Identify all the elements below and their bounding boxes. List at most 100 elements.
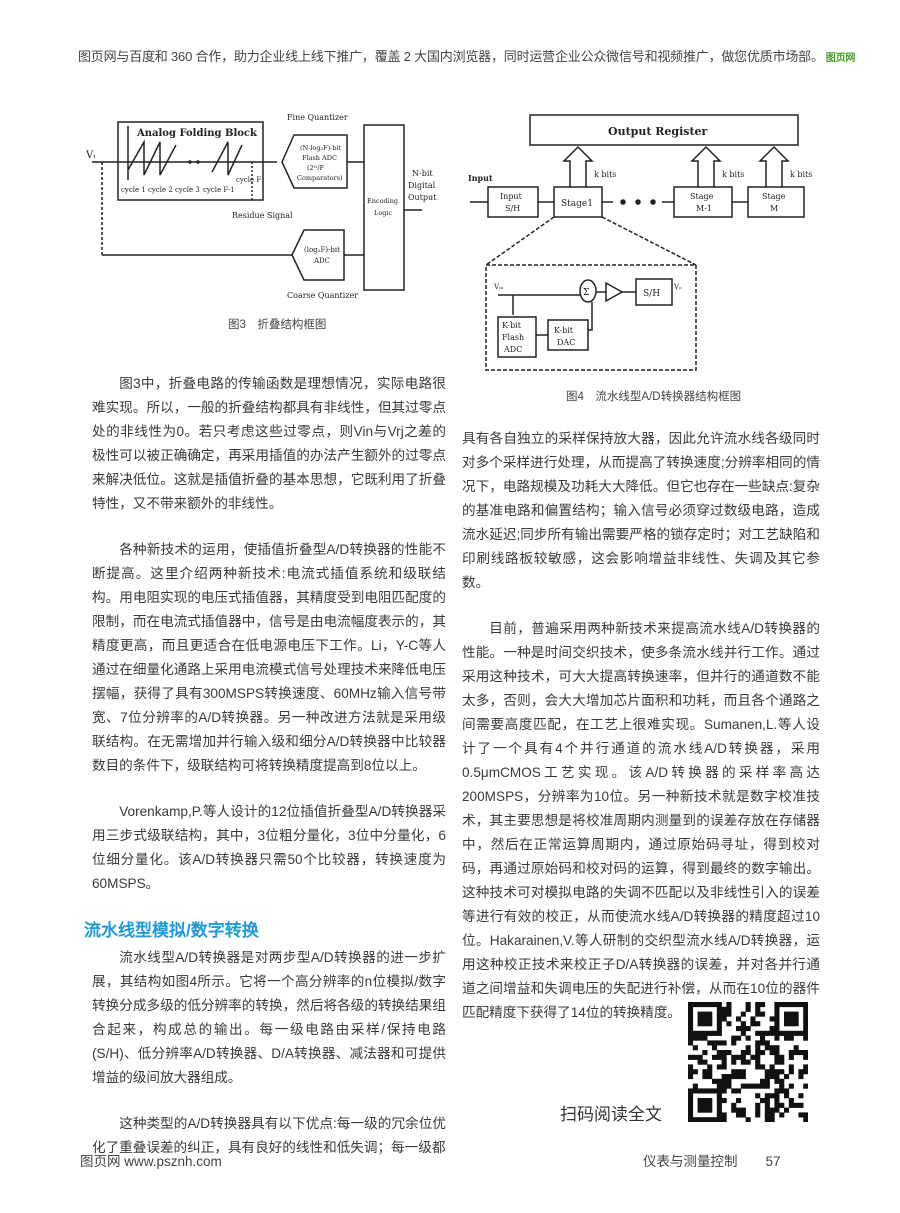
qr-module: [779, 1069, 785, 1075]
qr-module: [731, 1088, 737, 1094]
qr-module: [764, 1117, 770, 1122]
analog-folding-block: [117, 121, 264, 201]
qr-module: [779, 1078, 785, 1084]
qr-module: [721, 1112, 727, 1118]
encoding-label: Logic: [374, 209, 392, 217]
qr-module: [688, 1107, 694, 1113]
qr-module: [697, 1054, 703, 1060]
qr-module: [707, 1098, 713, 1104]
qr-module: [692, 1083, 698, 1089]
qr-module: [716, 1088, 722, 1094]
qr-module: [788, 1050, 794, 1056]
qr-module: [707, 1016, 713, 1022]
qr-module: [774, 1050, 780, 1056]
output-label: Output: [408, 193, 437, 202]
qr-module: [707, 1002, 713, 1008]
qr-module: [764, 1078, 770, 1084]
qr-module: [755, 1112, 761, 1118]
qr-module: [750, 1021, 756, 1027]
qr-module: [721, 1098, 727, 1104]
qr-module: [712, 1078, 718, 1084]
qr-module: [702, 1074, 708, 1080]
qr-module: [769, 1117, 775, 1122]
qr-module: [692, 1030, 698, 1036]
vin-label: Vᵢ: [85, 150, 95, 161]
qr-module: [740, 1054, 746, 1060]
paragraph: 各种新技术的运用，使插值折叠型A/D转换器的性能不断提高。这里介绍两种新技术:电…: [92, 542, 446, 773]
qr-module: [707, 1064, 713, 1070]
fine-adc-label: Comparators): [297, 174, 343, 182]
qr-module: [688, 1026, 694, 1032]
qr-module: [803, 1030, 808, 1036]
qr-module: [736, 1069, 742, 1075]
qr-module: [784, 1074, 790, 1080]
right-body: 具有各自独立的采样保持放大器，因此允许流水线各级同时对多个采样进行处理，从而提高…: [462, 427, 820, 1025]
cycle-label: cycle 3: [175, 186, 200, 194]
qr-module: [803, 1064, 808, 1070]
qr-module: [793, 1021, 799, 1027]
qr-module: [688, 1112, 694, 1118]
stage-m1-label: M-1: [696, 204, 712, 213]
qr-module: [774, 1021, 780, 1027]
qr-module: [731, 1074, 737, 1080]
qr-module: [769, 1026, 775, 1032]
qr-module: [769, 1045, 775, 1051]
paragraph: 目前，普遍采用两种新技术来提高流水线A/D转换器的性能。一种是时间交织技术，使多…: [462, 621, 820, 1020]
qr-module: [784, 1021, 790, 1027]
qr-module: [697, 1035, 703, 1041]
qr-module: [712, 1030, 718, 1036]
stage-m1-label: Stage: [690, 192, 714, 201]
qr-module: [721, 1078, 727, 1084]
qr-module: [712, 1088, 718, 1094]
qr-module: [784, 1002, 790, 1008]
summer: [579, 279, 597, 303]
amplifier: [605, 281, 624, 303]
qr-module: [740, 1050, 746, 1056]
output-label: Digital: [408, 181, 436, 190]
qr-code[interactable]: [688, 1002, 808, 1122]
qr-module: [774, 1026, 780, 1032]
qr-module: [764, 1112, 770, 1118]
qr-module: [692, 1002, 698, 1008]
qr-module: [712, 1002, 718, 1008]
qr-module: [697, 1030, 703, 1036]
qr-module: [755, 1050, 761, 1056]
qr-module: [788, 1064, 794, 1070]
qr-module: [760, 1002, 766, 1008]
qr-module: [721, 1088, 727, 1094]
qr-module: [779, 1059, 785, 1065]
qr-module: [726, 1083, 732, 1089]
qr-module: [697, 1016, 703, 1022]
qr-module: [721, 1083, 727, 1089]
qr-module: [760, 1050, 766, 1056]
qr-module: [803, 1083, 808, 1089]
input-sh-label: Input: [500, 192, 523, 201]
qr-module: [774, 1088, 780, 1094]
qr-module: [688, 1035, 694, 1041]
qr-module: [755, 1059, 761, 1065]
qr-module: [726, 1002, 732, 1008]
stage-detail-box: [485, 264, 697, 371]
flash-label: Flash: [502, 333, 524, 342]
qr-module: [716, 1040, 722, 1046]
qr-module: [784, 1093, 790, 1099]
qr-module: [745, 1035, 751, 1041]
vin-label: Vᵢₙ: [493, 283, 504, 291]
qr-module: [688, 1069, 694, 1075]
qr-module: [692, 1069, 698, 1075]
qr-module: [702, 1050, 708, 1056]
qr-module: [721, 1006, 727, 1012]
qr-module: [697, 1011, 703, 1017]
qr-module: [774, 1098, 780, 1104]
qr-module: [740, 1074, 746, 1080]
qr-module: [798, 1050, 804, 1056]
qr-module: [784, 1107, 790, 1113]
qr-module: [736, 1016, 742, 1022]
qr-module: [688, 1030, 694, 1036]
qr-module: [716, 1098, 722, 1104]
qr-module: [755, 1030, 761, 1036]
qr-module: [774, 1002, 780, 1008]
qr-module: [760, 1078, 766, 1084]
qr-module: [731, 1059, 737, 1065]
banner-text: 图页网与百度和 360 合作，助力企业线上线下推广，覆盖 2 大国内浏览器，同时…: [78, 49, 824, 64]
